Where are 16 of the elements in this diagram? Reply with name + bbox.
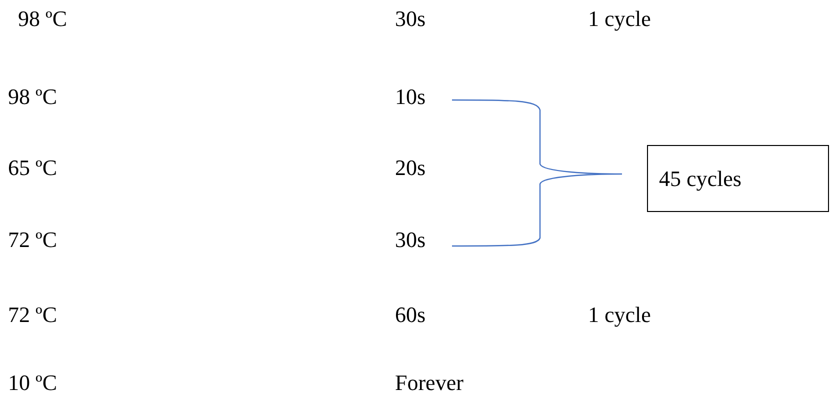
table-text: 98 ºC [18, 6, 67, 32]
table-text: 1 cycle [588, 302, 651, 328]
table-text: 65 ºC [8, 155, 57, 181]
cycle-count-text: 45 cycles [659, 166, 742, 192]
table-text: 10s [395, 84, 426, 110]
table-text: 98 ºC [8, 84, 57, 110]
table-text: 10 ºC [8, 370, 57, 396]
table-text: Forever [395, 370, 464, 396]
table-text: 72 ºC [8, 302, 57, 328]
table-text: 72 ºC [8, 227, 57, 253]
table-text: 1 cycle [588, 6, 651, 32]
table-text: 30s [395, 227, 426, 253]
table-text: 20s [395, 155, 426, 181]
table-text: 60s [395, 302, 426, 328]
table-text: 30s [395, 6, 426, 32]
cycle-count-box [647, 145, 829, 212]
